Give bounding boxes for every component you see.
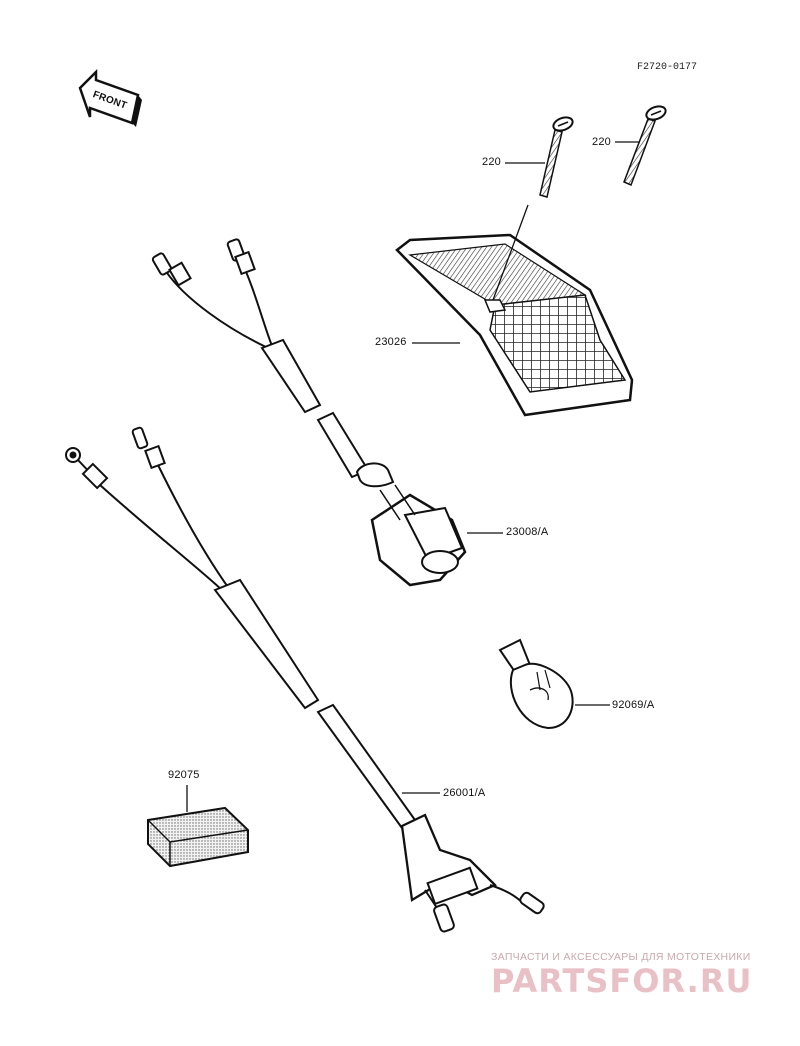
- screw-left-icon: [539, 116, 574, 198]
- socket-icon: [151, 238, 503, 587]
- watermark-logo: PARTSFOR.RU: [491, 962, 753, 1000]
- part-number-bulb[interactable]: 92069/A: [612, 699, 655, 711]
- part-number-harness[interactable]: 26001/A: [443, 787, 486, 799]
- watermark-tagline: ЗАПЧАСТИ И АКСЕССУАРЫ ДЛЯ МОТОТЕХНИКИ: [491, 951, 751, 963]
- leader-lines: [412, 141, 640, 344]
- part-number-socket[interactable]: 23008/A: [506, 526, 549, 538]
- bulb-icon: [498, 638, 610, 730]
- part-number-screw-right[interactable]: 220: [592, 136, 611, 148]
- harness-icon: [65, 426, 545, 933]
- part-number-pad[interactable]: 92075: [168, 769, 200, 781]
- lens-icon: [395, 204, 634, 417]
- front-arrow-icon: [78, 68, 142, 127]
- diagram-code: F2720-0177: [637, 62, 698, 73]
- screw-right-icon: [623, 105, 667, 186]
- part-number-lens[interactable]: 23026: [375, 336, 407, 348]
- pad-icon: [147, 785, 249, 868]
- part-number-screw-left[interactable]: 220: [482, 156, 501, 168]
